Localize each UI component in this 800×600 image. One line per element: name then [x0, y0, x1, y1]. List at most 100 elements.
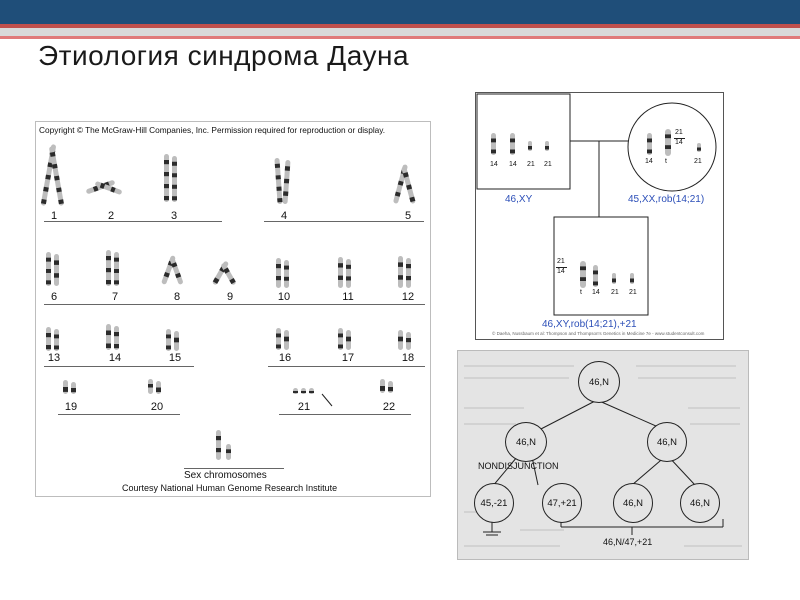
slide-title: Этиология синдрома Дауна [38, 40, 409, 72]
chromosome-number: 6 [41, 291, 67, 303]
chromosome-shape [166, 329, 171, 351]
chromosome-number: 12 [395, 291, 421, 303]
pedigree-lines [476, 93, 723, 339]
chromosome-shape [338, 257, 343, 288]
father-karyotype: 46,XY [505, 194, 532, 205]
pedigree-credit: © Daeha, Nussbaum et al: Thompson and Th… [492, 331, 704, 336]
row-divider [184, 468, 284, 469]
chromosome-shape [172, 156, 177, 202]
chromosome-shape [593, 265, 598, 287]
normal-cell-node: 46,N [613, 483, 653, 523]
fraction-top: 21 [675, 129, 683, 136]
mosaicism-diagram: 46,N 46,N 46,N NONDISJUNCTION 45,-21 47,… [457, 350, 749, 560]
chromosome-shape [398, 256, 403, 288]
chromosome-shape [406, 258, 411, 288]
chromosome-shape [216, 430, 221, 460]
row-divider [44, 304, 425, 305]
chromosome-shape [169, 257, 183, 285]
chromosome-number: 20 [144, 401, 170, 413]
chromosome-number: 17 [335, 352, 361, 364]
chromosome-shape [346, 330, 351, 350]
chromosome-shape [346, 259, 351, 288]
chromosome-shape [114, 326, 119, 350]
chromosome-number: 11 [335, 291, 361, 303]
chromosome-number: 8 [164, 291, 190, 303]
chromosome-number: 22 [376, 401, 402, 413]
fraction-top: 21 [557, 258, 565, 265]
chromosome-number: 16 [272, 352, 298, 364]
chromosome-shape [510, 133, 515, 155]
chromosome-label: t [580, 289, 582, 296]
chromosome-shape [63, 380, 68, 394]
chromosome-shape [647, 133, 652, 155]
chromosome-shape [164, 154, 169, 202]
mother-karyotype: 45,XX,rob(14;21) [628, 194, 704, 205]
chromosome-shape [71, 382, 76, 394]
chromosome-label: 14 [592, 289, 600, 296]
chromosome-shape [114, 252, 119, 286]
chromosome-number: 21 [291, 401, 317, 413]
chromosome-shape [380, 379, 385, 393]
chromosome-shape [293, 388, 298, 394]
chromosome-shape [49, 146, 64, 206]
chromosome-label: 21 [694, 158, 702, 165]
chromosome-shape [580, 261, 586, 288]
chromosome-number: 7 [102, 291, 128, 303]
chromosome-label: 14 [509, 161, 517, 168]
chromosome-label: 14 [645, 158, 653, 165]
chromosome-number: 14 [102, 352, 128, 364]
chromosome-number: 4 [271, 210, 297, 222]
chromosome-shape [54, 329, 59, 351]
chromosome-shape [401, 166, 416, 204]
chromosome-number: 18 [395, 352, 421, 364]
chromosome-shape [156, 381, 161, 394]
header-stripe-gray [0, 28, 800, 36]
chromosome-shape [274, 158, 282, 204]
chromosome-shape [697, 143, 701, 152]
header-stripe-pink [0, 36, 800, 39]
chromosome-shape [106, 324, 111, 350]
chromosome-number: 19 [58, 401, 84, 413]
chromosome-number: 1 [41, 210, 67, 222]
row-divider [58, 414, 180, 415]
chromosome-shape [276, 258, 281, 288]
chromosome-shape [282, 160, 290, 204]
chromosome-number: 10 [271, 291, 297, 303]
chromosome-number: 5 [395, 210, 421, 222]
chromosome-shape [46, 327, 51, 351]
chromosome-label: 21 [527, 161, 535, 168]
chromosome-shape [612, 273, 616, 284]
child-karyotype: 46,XY,rob(14;21),+21 [542, 319, 637, 330]
chromosome-label: 14 [490, 161, 498, 168]
chromosome-shape [309, 388, 314, 394]
chromosome-label: 21 [611, 289, 619, 296]
translocation-pedigree: 14 14 21 21 46,XY 21 14 14 t 21 45,XX,ro… [475, 92, 724, 340]
chromosome-shape [545, 141, 549, 151]
chromosome-shape [398, 330, 403, 350]
chromosome-number: 2 [98, 210, 124, 222]
chromosome-label: 21 [544, 161, 552, 168]
chromosome-number: 3 [161, 210, 187, 222]
chromosome-number: 15 [162, 352, 188, 364]
fraction-bottom: 14 [557, 268, 565, 275]
root-cell-node: 46,N [578, 361, 620, 403]
chromosome-shape [284, 260, 289, 288]
nondisjunction-label: NONDISJUNCTION [478, 461, 559, 471]
row-divider [44, 221, 222, 222]
chromosome-shape [338, 328, 343, 350]
chromosome-shape [106, 250, 111, 286]
chromosome-label: 21 [629, 289, 637, 296]
chromosome-shape [406, 332, 411, 350]
chromosome-shape [284, 330, 289, 350]
monosomy-cell-node: 45,-21 [474, 483, 514, 523]
karyotype-figure: Copyright © The McGraw-Hill Companies, I… [35, 121, 431, 497]
normal-cell-node: 46,N [680, 483, 720, 523]
mosaic-karyotype-label: 46,N/47,+21 [603, 537, 652, 547]
row-divider [268, 366, 425, 367]
row-divider [44, 366, 194, 367]
row-divider [279, 414, 411, 415]
chromosome-shape [174, 331, 179, 351]
chromosome-number: 9 [217, 291, 243, 303]
chromosome-shape [148, 379, 153, 394]
right-cell-node: 46,N [647, 422, 687, 462]
